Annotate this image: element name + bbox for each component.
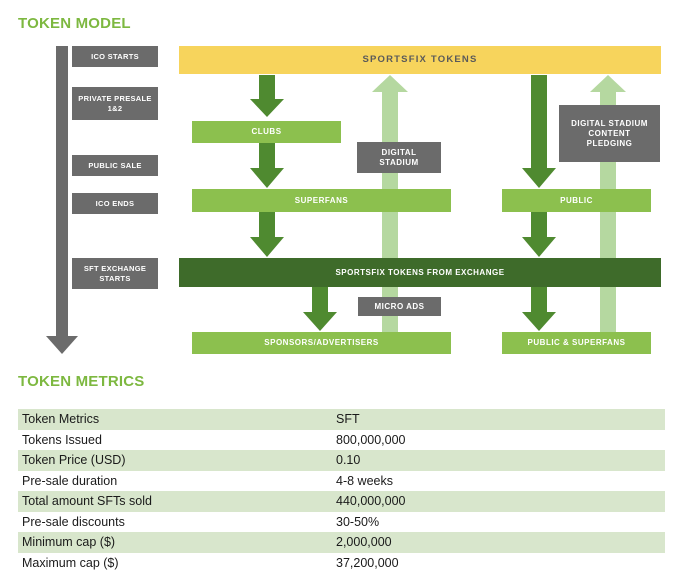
clubs-box: CLUBS: [192, 121, 341, 143]
superfans-to-exchange-arrow: [250, 237, 284, 257]
micro-ads-box: MICRO ADS: [358, 297, 441, 316]
digital-stadium-box: DIGITAL STADIUM: [357, 142, 441, 173]
phase-ico-starts: ICO STARTS: [72, 46, 158, 67]
metric-value: SFT: [336, 412, 360, 427]
table-row: Maximum cap ($) 37,200,000: [18, 552, 665, 573]
metric-value: 800,000,000: [336, 432, 406, 447]
phase-ico-ends: ICO ENDS: [72, 193, 158, 214]
metric-label: Token Price (USD): [22, 453, 126, 468]
metric-label: Pre-sale discounts: [22, 514, 125, 529]
digital-stadium-content-box: DIGITAL STADIUM CONTENT PLEDGING: [559, 105, 660, 162]
metric-label: Pre-sale duration: [22, 473, 118, 488]
token-metrics-table: Token Metrics SFT Tokens Issued 800,000,000…: [18, 409, 665, 573]
table-row: Minimum cap ($) 2,000,000: [18, 532, 665, 553]
exchange-to-public-superfans-arrow: [522, 312, 556, 331]
timeline-arrow-shaft: [56, 46, 68, 336]
timeline-arrow-head: [46, 336, 78, 354]
table-row: Pre-sale duration 4-8 weeks: [18, 470, 665, 491]
phase-public-sale: PUBLIC SALE: [72, 155, 158, 176]
exchange-box: SPORTSFIX TOKENS FROM EXCHANGE: [179, 258, 661, 287]
public-superfans-box: PUBLIC & SUPERFANS: [502, 332, 651, 354]
public-box: PUBLIC: [502, 189, 651, 212]
table-row: Token Price (USD) 0.10: [18, 450, 665, 471]
table-row: Pre-sale discounts 30-50%: [18, 511, 665, 532]
token-model-heading: TOKEN MODEL: [18, 15, 131, 32]
table-row: Total amount SFTs sold 440,000,000: [18, 491, 665, 512]
tokens-to-public-arrow: [522, 168, 556, 188]
metric-value: 4-8 weeks: [336, 473, 393, 488]
phase-private-presale: PRIVATE PRESALE 1&2: [72, 87, 158, 120]
token-metrics-heading: TOKEN METRICS: [18, 373, 145, 390]
metric-label: Tokens Issued: [22, 432, 102, 447]
phase-sft-exchange-starts: SFT EXCHANGE STARTS: [72, 258, 158, 289]
table-row: Token Metrics SFT: [18, 409, 665, 430]
clubs-to-superfans-arrow: [250, 168, 284, 188]
table-row: Tokens Issued 800,000,000: [18, 429, 665, 450]
metric-label: Token Metrics: [22, 412, 100, 427]
metric-value: 440,000,000: [336, 494, 406, 509]
superfans-box: SUPERFANS: [192, 189, 451, 212]
metric-value: 30-50%: [336, 514, 380, 529]
metric-label: Total amount SFTs sold: [22, 494, 152, 509]
metric-value: 0.10: [336, 453, 361, 468]
sponsors-advertisers-box: SPONSORS/ADVERTISERS: [192, 332, 451, 354]
metric-value: 37,200,000: [336, 555, 399, 570]
sportsfix-tokens-box: SPORTSFIX TOKENS: [179, 46, 661, 74]
metric-label: Minimum cap ($): [22, 535, 116, 550]
metric-label: Maximum cap ($): [22, 555, 119, 570]
tokens-to-clubs-arrow: [250, 99, 284, 117]
metric-value: 2,000,000: [336, 535, 392, 550]
exchange-to-sponsors-arrow: [303, 312, 337, 331]
public-to-exchange-arrow: [522, 237, 556, 257]
